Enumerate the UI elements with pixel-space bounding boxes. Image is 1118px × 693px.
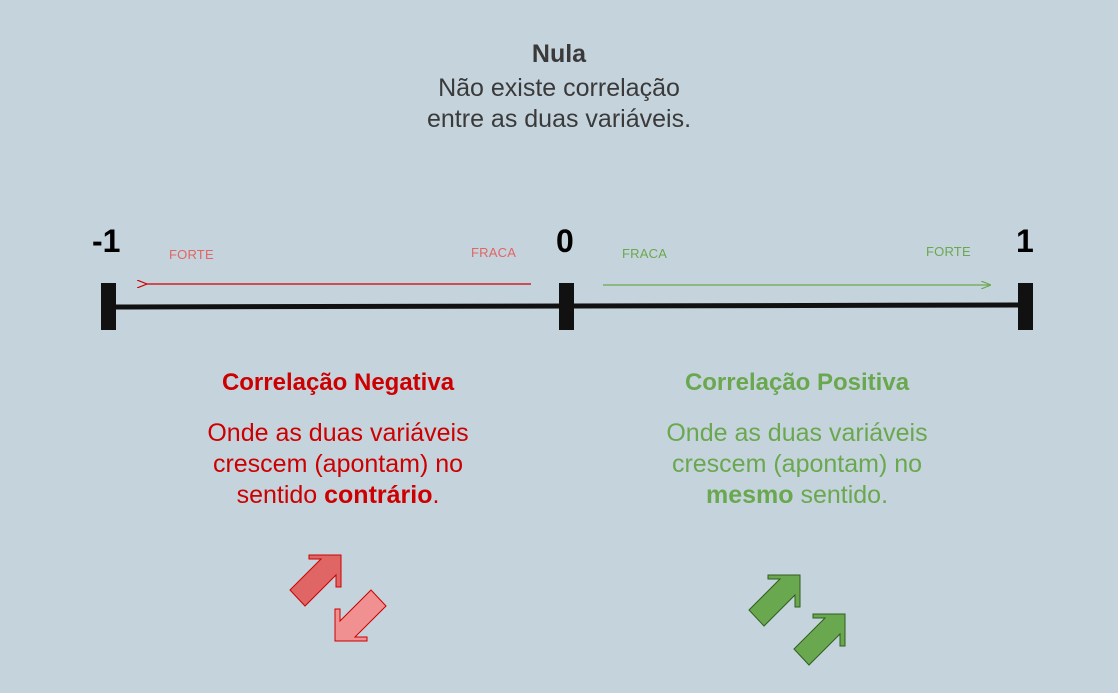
nula-description: Não existe correlação entre as duas vari…: [0, 73, 1118, 135]
arrow-down-left-icon: [334, 589, 387, 642]
nula-desc-line-2: entre as duas variáveis.: [426, 105, 692, 133]
tick-label-minus-one: -1: [92, 223, 121, 259]
negative-desc-emphasis: contrário: [324, 481, 433, 509]
positive-strong-label: FORTE: [926, 244, 971, 259]
axis-tick-one: [1018, 283, 1033, 330]
negative-arrows-icon: [289, 554, 387, 642]
nula-desc-line-1: Não existe correlação: [438, 74, 680, 102]
negative-correlation-description: Onde as duas variáveis crescem (apontam)…: [168, 418, 508, 511]
tick-label-zero: 0: [556, 223, 574, 259]
negative-desc-line-2: crescem (apontam) no: [212, 450, 464, 478]
axis-tick-zero: [559, 283, 574, 330]
tick-label-one: 1: [1016, 223, 1034, 259]
axis-tick-minus-one: [101, 283, 116, 330]
positive-correlation-description: Onde as duas variáveis crescem (apontam)…: [627, 418, 967, 511]
negative-strong-label: FORTE: [169, 247, 214, 262]
positive-correlation-title: Correlação Positiva: [684, 369, 910, 396]
positive-desc-line-2: crescem (apontam) no: [671, 450, 923, 478]
nula-title: Nula: [531, 40, 587, 68]
arrow-up-right-icon: [289, 554, 342, 607]
arrow-up-right-icon: [748, 574, 801, 627]
positive-desc-line-1: Onde as duas variáveis: [666, 419, 928, 447]
negative-weak-label: FRACA: [471, 245, 517, 260]
negative-desc-line-1: Onde as duas variáveis: [207, 419, 469, 447]
arrow-up-right-icon: [793, 613, 846, 666]
negative-desc-line-3-pre: sentido: [236, 481, 325, 509]
positive-arrows-icon: [748, 574, 846, 666]
positive-desc-line-3-post: sentido.: [793, 481, 889, 509]
positive-weak-label: FRACA: [622, 246, 668, 261]
negative-desc-line-3-post: .: [432, 481, 440, 509]
negative-correlation-title: Correlação Negativa: [221, 369, 455, 396]
positive-desc-line-3: mesmo sentido.: [627, 480, 967, 511]
negative-desc-line-3: sentido contrário.: [168, 480, 508, 511]
positive-desc-emphasis: mesmo: [705, 481, 794, 509]
